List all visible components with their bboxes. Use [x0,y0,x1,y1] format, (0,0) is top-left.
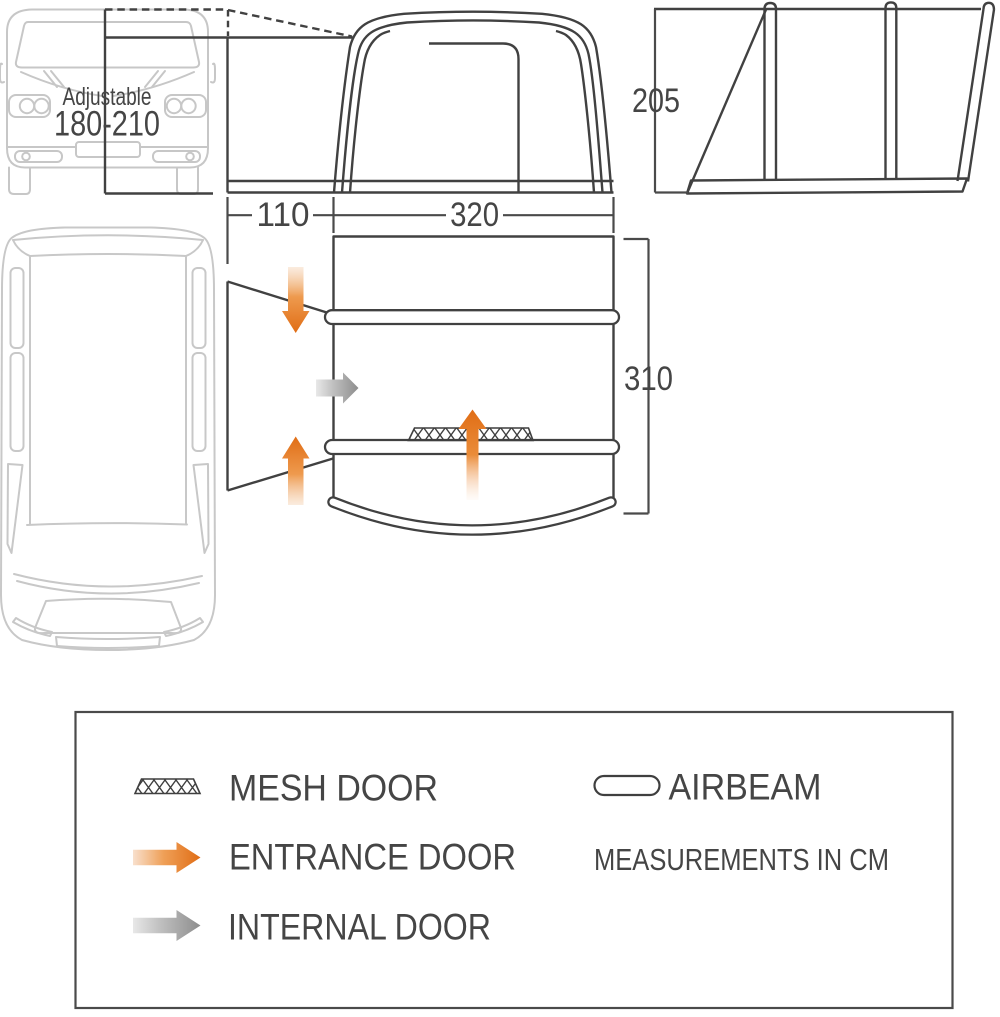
svg-text:AIRBEAM: AIRBEAM [669,767,822,808]
svg-text:Adjustable: Adjustable [63,83,152,111]
svg-text:MESH DOOR: MESH DOOR [229,768,438,809]
svg-text:180-210: 180-210 [54,105,160,144]
svg-text:INTERNAL DOOR: INTERNAL DOOR [228,907,491,948]
svg-text:110: 110 [257,196,310,234]
svg-text:ENTRANCE DOOR: ENTRANCE DOOR [229,837,516,878]
svg-text:320: 320 [450,196,499,234]
svg-text:310: 310 [624,360,673,398]
svg-text:205: 205 [632,82,680,120]
svg-text:MEASUREMENTS IN CM: MEASUREMENTS IN CM [594,842,889,877]
